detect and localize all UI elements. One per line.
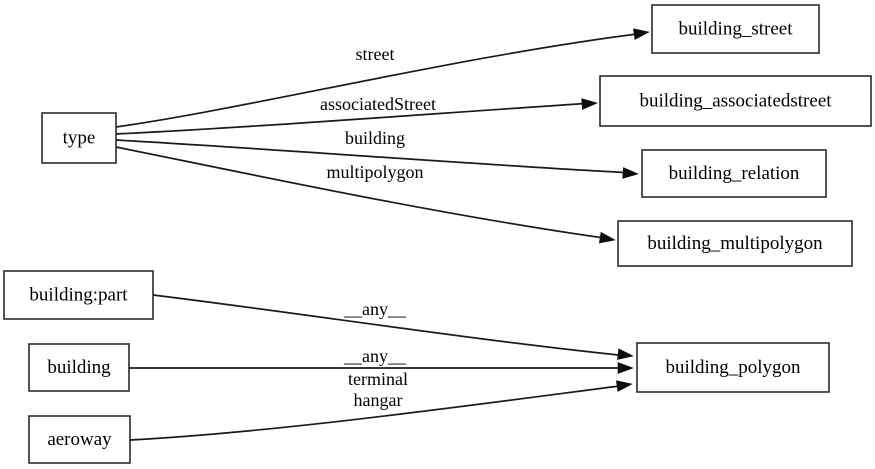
node-aeroway[interactable]: aeroway bbox=[28, 415, 131, 464]
node-label-building_relation: building_relation bbox=[669, 163, 800, 184]
node-box-building_polygon[interactable] bbox=[636, 342, 830, 393]
node-box-aeroway[interactable] bbox=[28, 415, 131, 464]
edge-label-hangar: hangar bbox=[354, 390, 403, 410]
edge-type-to-building_associatedstreet bbox=[115, 102, 594, 135]
arrowhead-building_polygon bbox=[617, 362, 634, 374]
node-label-building: building bbox=[47, 357, 111, 378]
edges-layer bbox=[115, 32, 646, 441]
edge-label-associatedstreet: associatedStreet bbox=[320, 94, 436, 114]
node-label-building_polygon: building_polygon bbox=[665, 357, 801, 378]
edge-label-multipolygon: multipolygon bbox=[326, 162, 423, 182]
arrowhead-building_street bbox=[633, 28, 650, 40]
node-label-type: type bbox=[63, 127, 96, 148]
arrowhead-building_polygon bbox=[617, 348, 634, 360]
node-label-building_part: building:part bbox=[29, 284, 128, 305]
node-label-aeroway: aeroway bbox=[47, 429, 112, 450]
node-type[interactable]: type bbox=[41, 112, 117, 164]
nodes-layer: type building_street building_associatedst… bbox=[3, 4, 872, 464]
node-building_street[interactable]: building_street bbox=[651, 4, 820, 54]
arrowhead-building_polygon bbox=[616, 380, 633, 392]
node-label-building_street: building_street bbox=[679, 18, 794, 39]
edge-label-any: __any__ bbox=[343, 346, 407, 366]
arrowheads-layer bbox=[581, 28, 650, 392]
node-box-building_relation[interactable] bbox=[641, 149, 827, 198]
node-building_polygon[interactable]: building_polygon bbox=[636, 342, 830, 393]
node-box-building_part[interactable] bbox=[3, 270, 154, 320]
node-building_associatedstreet[interactable]: building_associatedstreet bbox=[599, 75, 872, 127]
arrowhead-building_associatedstreet bbox=[581, 98, 598, 110]
node-building_multipolygon[interactable]: building_multipolygon bbox=[617, 220, 853, 267]
node-label-building_multipolygon: building_multipolygon bbox=[647, 233, 823, 254]
node-box-building_associatedstreet[interactable] bbox=[599, 75, 872, 127]
node-box-building_street[interactable] bbox=[651, 4, 820, 54]
node-box-type[interactable] bbox=[41, 112, 117, 164]
edge-type-to-building_relation bbox=[115, 139, 635, 174]
node-building_part[interactable]: building:part bbox=[3, 270, 154, 320]
node-box-building[interactable] bbox=[28, 343, 130, 392]
edge-labels-layer: street associatedStreet building multipolyg… bbox=[320, 44, 436, 410]
edge-aeroway-to-building_polygon bbox=[129, 384, 628, 441]
edge-label-building: building bbox=[345, 128, 405, 148]
edge-label-any: __any__ bbox=[343, 299, 407, 319]
arrowhead-building_multipolygon bbox=[598, 231, 616, 244]
edge-label-street: street bbox=[356, 44, 395, 64]
node-building[interactable]: building bbox=[28, 343, 130, 392]
node-box-building_multipolygon[interactable] bbox=[617, 220, 853, 267]
arrowhead-building_relation bbox=[622, 167, 639, 179]
edge-type-to-building_multipolygon bbox=[115, 146, 612, 240]
node-building_relation[interactable]: building_relation bbox=[641, 149, 827, 198]
edge-building_part-to-building_polygon bbox=[152, 294, 629, 357]
edge-type-to-building_street bbox=[115, 32, 646, 128]
edge-label-terminal: terminal bbox=[348, 369, 408, 389]
node-label-building_associatedstreet: building_associatedstreet bbox=[639, 90, 832, 111]
